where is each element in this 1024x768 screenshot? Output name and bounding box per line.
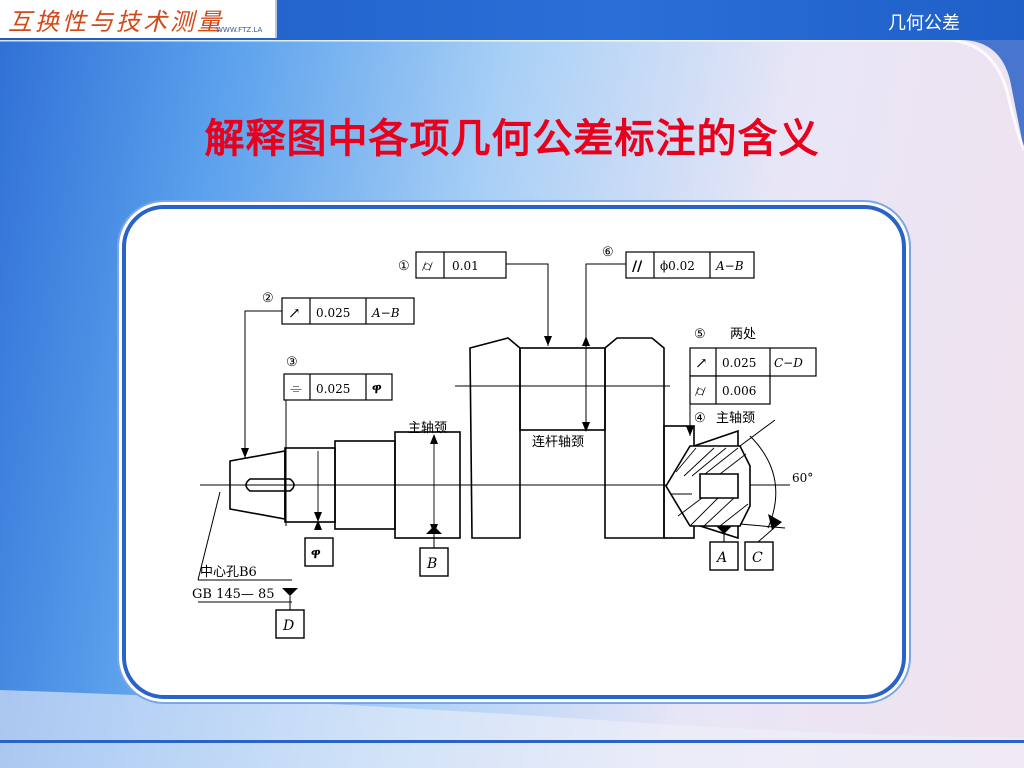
section-label: 几何公差 [888, 13, 960, 34]
crankshaft-drawing: ① ⌭ 0.01 ② ↗ 0.025 A−B ③ ⌯ 0.025 ዋ ዋ 主轴颈… [192, 245, 817, 639]
angle-label: 60° [792, 471, 813, 485]
callout-5-runout-datum: C−D [774, 356, 803, 370]
datum-keyway-box: ዋ [311, 546, 321, 562]
callout-4-number: ④ [694, 411, 706, 426]
cylindricity-icon-2: ⌭ [695, 382, 706, 400]
datum-b: B [426, 556, 437, 572]
logo-url: WWW.FTZ.LA [216, 26, 263, 34]
datum-c: C [752, 550, 763, 566]
callout-2-value: 0.025 [316, 306, 350, 320]
runout-icon-2: ↗ [695, 354, 708, 372]
callout-6-datum: A−B [715, 259, 744, 273]
callout-1-number: ① [398, 259, 410, 274]
crank-journal-label: 连杆轴颈 [532, 434, 584, 450]
callout-6-number: ⑥ [602, 245, 614, 260]
runout-icon: ↗ [288, 304, 301, 322]
logo: 互换性与技术测量 WWW.FTZ.LA [0, 0, 277, 38]
logo-text: 互换性与技术测量 [8, 8, 224, 36]
bottom-line [0, 740, 1024, 743]
callout-5-label: 两处 [730, 327, 756, 342]
cylindricity-icon: ⌭ [422, 257, 433, 275]
main-journal-label: 主轴颈 [408, 421, 447, 436]
standard-label: GB 145— 85 [192, 587, 275, 602]
datum-d: D [282, 618, 294, 634]
callout-1-value: 0.01 [452, 259, 479, 273]
symmetry-icon: ⌯ [290, 379, 302, 397]
callout-2-number: ② [262, 291, 274, 306]
callout-3-value: 0.025 [316, 382, 350, 396]
callout-5-number: ⑤ [694, 327, 706, 342]
datum-a: A [715, 550, 727, 566]
callout-2-datum: A−B [371, 306, 400, 320]
drawing-panel [122, 205, 906, 699]
datum-keyway-icon: ዋ [372, 381, 382, 397]
slide-title: 解释图中各项几何公差标注的含义 [204, 116, 820, 162]
callout-5-cyl-value: 0.006 [722, 384, 756, 398]
callout-3-number: ③ [286, 355, 298, 370]
callout-6-value: ϕ0.02 [660, 259, 695, 273]
center-hole-label: 中心孔B6 [200, 565, 257, 580]
callout-5-runout-value: 0.025 [722, 356, 756, 370]
parallelism-icon: // [632, 259, 643, 275]
callout-4-label: 主轴颈 [716, 411, 755, 426]
